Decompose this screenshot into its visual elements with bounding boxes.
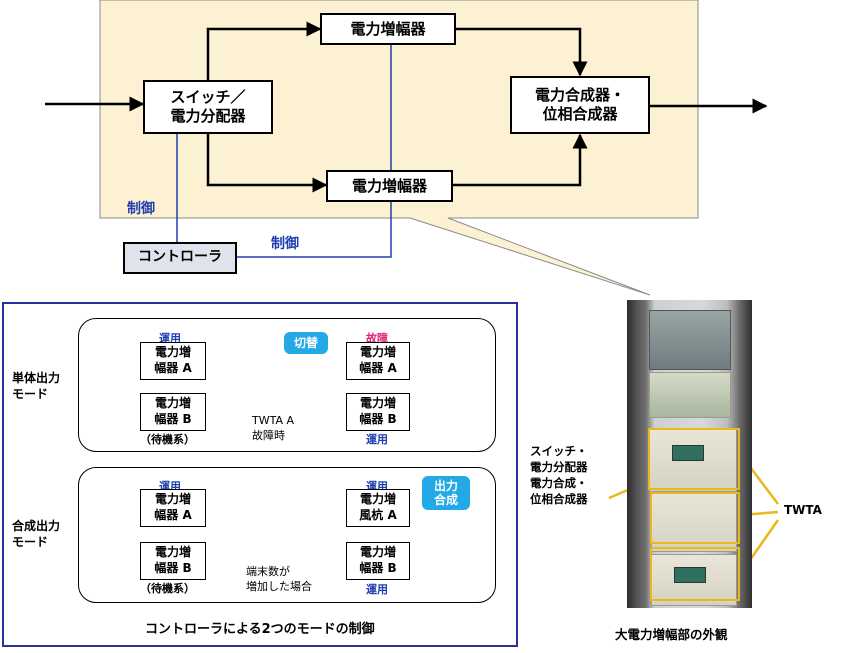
output-combine-bubble: 出力 合成 bbox=[422, 476, 470, 510]
rack-unit-top bbox=[649, 428, 737, 492]
combined-amp-b: 電力増 幅器 B bbox=[140, 542, 206, 580]
highlight-frame-middle bbox=[650, 492, 740, 544]
line-to-top-amp bbox=[206, 21, 322, 80]
single-amp-b: 電力増 幅器 B bbox=[140, 393, 206, 431]
rack-unit-bottom bbox=[651, 554, 737, 606]
rack-connector-panel bbox=[649, 372, 731, 418]
combined-mode-label: 合成出力 モード bbox=[12, 519, 61, 550]
photo-twta-label: TWTA bbox=[784, 503, 822, 517]
highlight-frame-bottom bbox=[650, 547, 740, 601]
status-operating: 運用 bbox=[366, 583, 388, 596]
switch-divider-box: スイッチ／ 電力分配器 bbox=[143, 80, 273, 134]
bottom-amplifier-box: 電力増幅器 bbox=[326, 170, 453, 202]
single-mode-label: 単体出力 モード bbox=[12, 371, 61, 402]
control-label-left: 制御 bbox=[127, 201, 155, 217]
control-line-amp bbox=[237, 43, 392, 258]
terminal-increase-note: 端末数が 増加した場合 bbox=[246, 565, 312, 593]
combined-amp-a: 電力増 幅器 A bbox=[140, 489, 206, 527]
switch-bubble: 切替 bbox=[284, 332, 328, 354]
rack-wiring-area bbox=[649, 310, 731, 370]
line-to-bottom-amp bbox=[206, 133, 328, 193]
twta-failure-note: TWTA A 故障時 bbox=[252, 414, 295, 442]
single-amp-b-active: 電力増 幅器 B bbox=[346, 393, 410, 431]
combined-amp-a-active: 電力増 風杭 A bbox=[346, 489, 410, 527]
combiner-box: 電力合成器・ 位相合成器 bbox=[510, 76, 650, 134]
combined-amp-b-active: 電力増 幅器 B bbox=[346, 542, 410, 580]
status-failure: 故障 bbox=[366, 332, 388, 345]
control-label-right: 制御 bbox=[271, 236, 299, 252]
single-amp-a-failed: 電力増 幅器 A bbox=[346, 342, 410, 380]
line-top-amp-to-combiner bbox=[456, 27, 588, 77]
line-bottom-amp-to-combiner bbox=[453, 133, 588, 187]
single-amp-a: 電力増 幅器 A bbox=[140, 342, 206, 380]
highlight-frame-top bbox=[648, 428, 740, 490]
status-standby: （待機系） bbox=[140, 433, 195, 446]
callout-balloon bbox=[99, 0, 699, 296]
photo-caption: 大電力増幅部の外観 bbox=[615, 627, 728, 642]
controller-box: コントローラ bbox=[123, 242, 237, 274]
status-operating: 運用 bbox=[366, 433, 388, 446]
photo-switch-label: スイッチ・ 電力分配器 電力合成・ 位相合成器 bbox=[530, 444, 588, 507]
status-operating: 運用 bbox=[159, 332, 181, 345]
top-amplifier-box: 電力増幅器 bbox=[320, 13, 456, 45]
status-standby: （待機系） bbox=[140, 582, 195, 595]
modes-caption: コントローラによる2つのモードの制御 bbox=[145, 622, 375, 637]
